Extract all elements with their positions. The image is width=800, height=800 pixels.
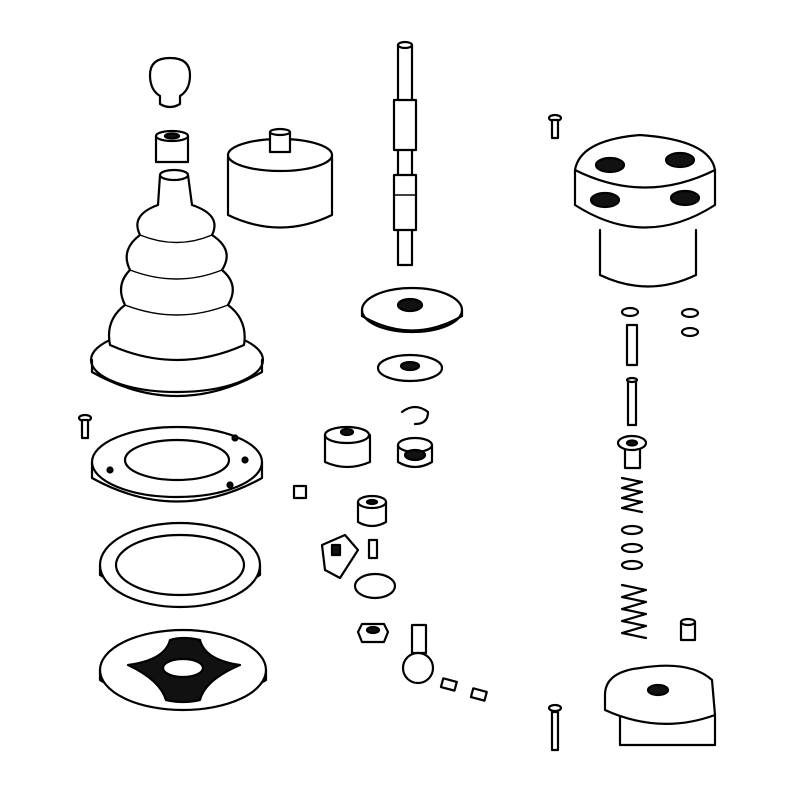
retainer-ring	[98, 521, 262, 609]
base-plate	[98, 628, 268, 712]
mounting-ring-plate	[90, 425, 264, 503]
spring-seat	[616, 434, 648, 470]
disc	[353, 572, 397, 600]
shims	[620, 524, 644, 571]
plunger	[625, 323, 639, 427]
screw	[547, 703, 563, 752]
small-cube	[292, 484, 308, 500]
switch-bushing	[356, 494, 388, 528]
valve-housing	[573, 133, 717, 288]
microswitch	[320, 533, 360, 580]
plug	[679, 617, 697, 642]
retaining-clip	[400, 405, 430, 426]
small-washer	[376, 353, 444, 383]
pin	[367, 538, 379, 560]
set-screws	[439, 677, 488, 702]
nut	[356, 622, 390, 644]
ball-joint	[401, 623, 435, 685]
cylinder-cap	[226, 127, 334, 229]
screw	[77, 413, 93, 440]
bellows-boot	[89, 168, 265, 398]
o-rings	[620, 306, 700, 338]
bushing	[323, 425, 372, 469]
valve-base	[603, 664, 717, 747]
screw	[547, 113, 563, 140]
gear-bushing	[396, 436, 434, 469]
small-spring	[620, 476, 644, 514]
large-washer	[360, 286, 464, 334]
knob	[148, 56, 192, 109]
collar	[154, 129, 190, 164]
large-spring	[620, 583, 648, 640]
shaft	[392, 40, 418, 267]
